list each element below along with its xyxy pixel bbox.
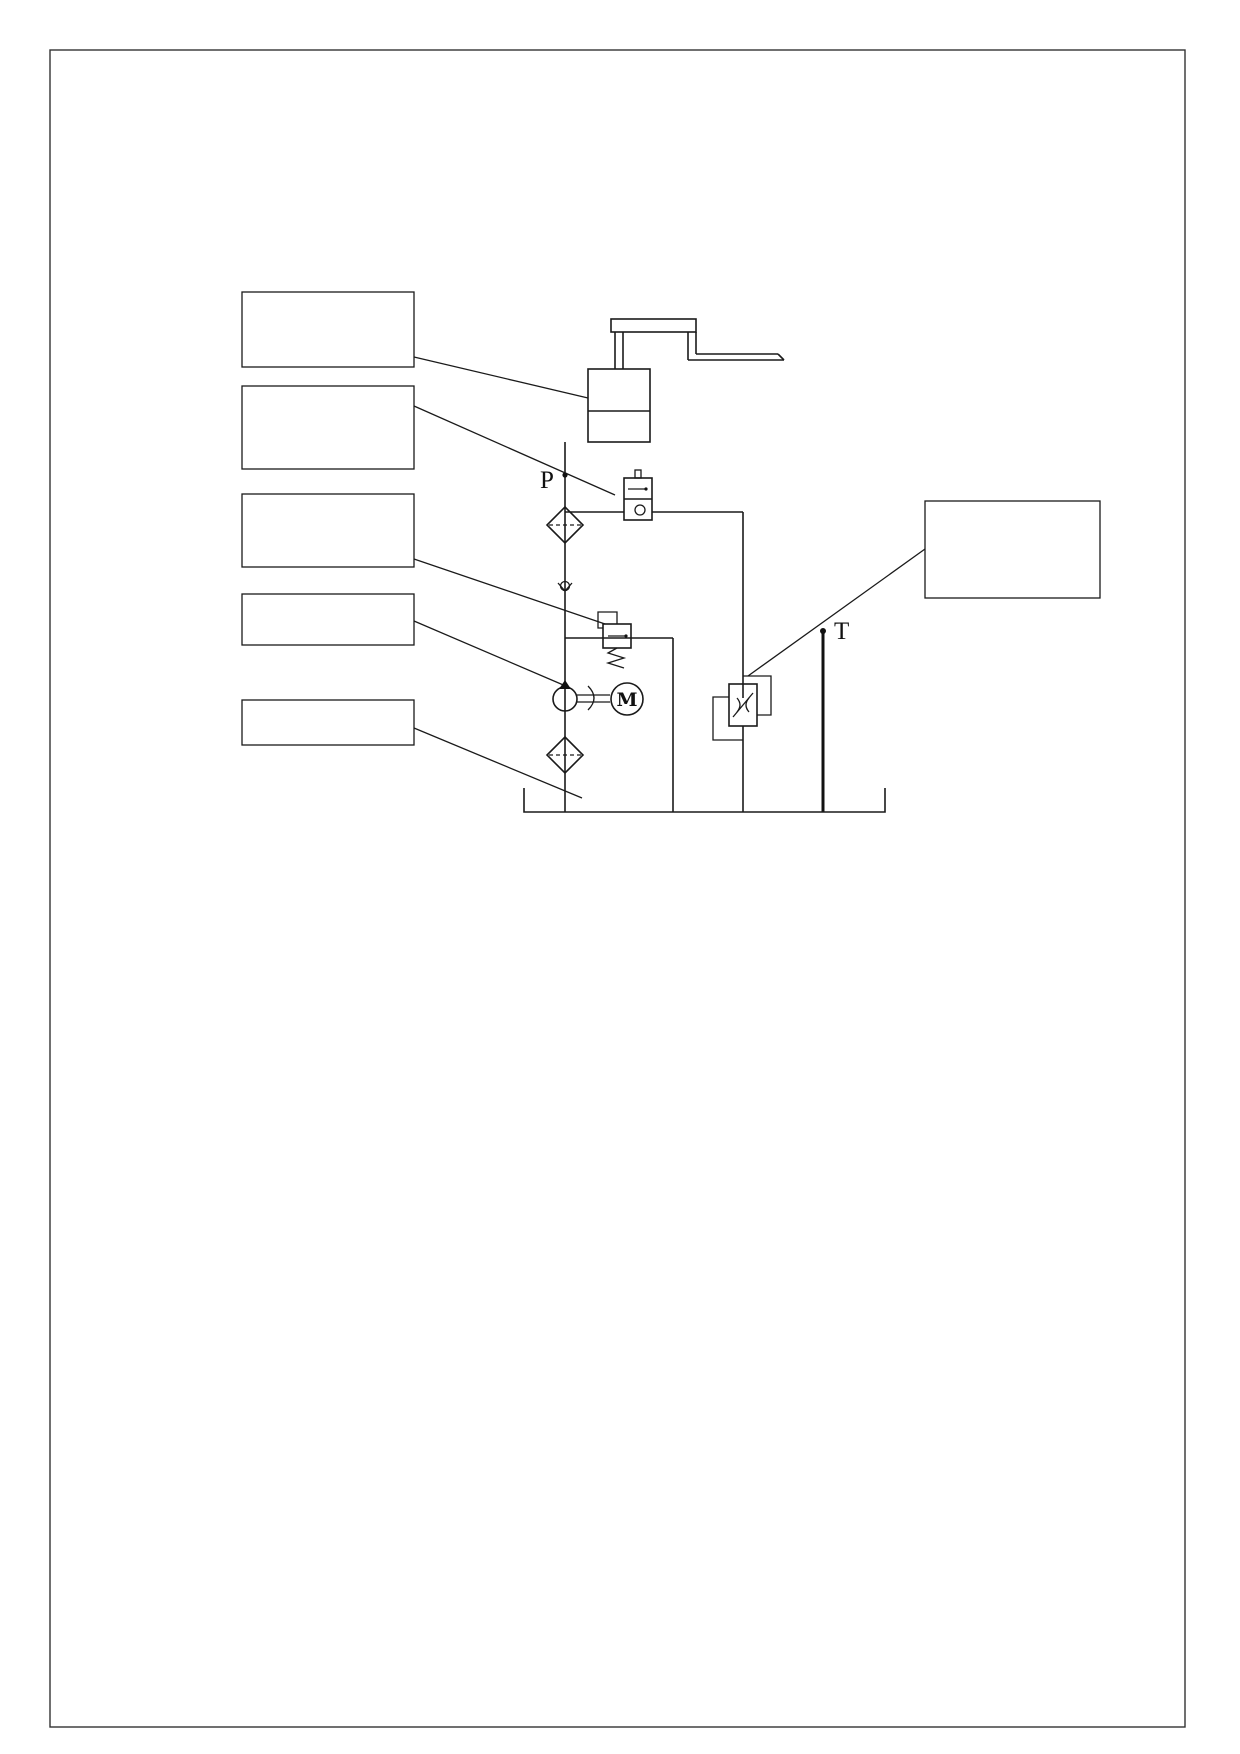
motor-label: M	[616, 689, 637, 711]
check-valve	[557, 580, 573, 592]
callout-box-5	[241, 699, 415, 746]
hydraulic-cylinder	[587, 318, 697, 443]
throttle-valve	[712, 675, 772, 741]
suction-filter	[545, 735, 585, 775]
return-lines	[565, 511, 744, 812]
tank-port: T	[820, 618, 849, 812]
leader-lines	[413, 356, 926, 799]
pump	[552, 680, 610, 712]
solenoid-valve	[623, 469, 653, 521]
reservoir-tank	[523, 788, 886, 813]
page-frame	[49, 49, 1186, 1728]
pressure-port: P	[540, 467, 568, 494]
relief-valve	[597, 611, 632, 669]
tank-port-label: T	[834, 618, 849, 645]
callout-box-1	[241, 291, 415, 368]
callout-box-6	[924, 500, 1101, 599]
callout-box-2	[241, 385, 415, 470]
electric-motor: M	[610, 682, 644, 716]
upper-filter	[545, 505, 585, 545]
lift-fork	[687, 332, 785, 361]
callout-box-4	[241, 593, 415, 646]
pressure-port-label: P	[540, 467, 554, 494]
callout-box-3	[241, 493, 415, 568]
